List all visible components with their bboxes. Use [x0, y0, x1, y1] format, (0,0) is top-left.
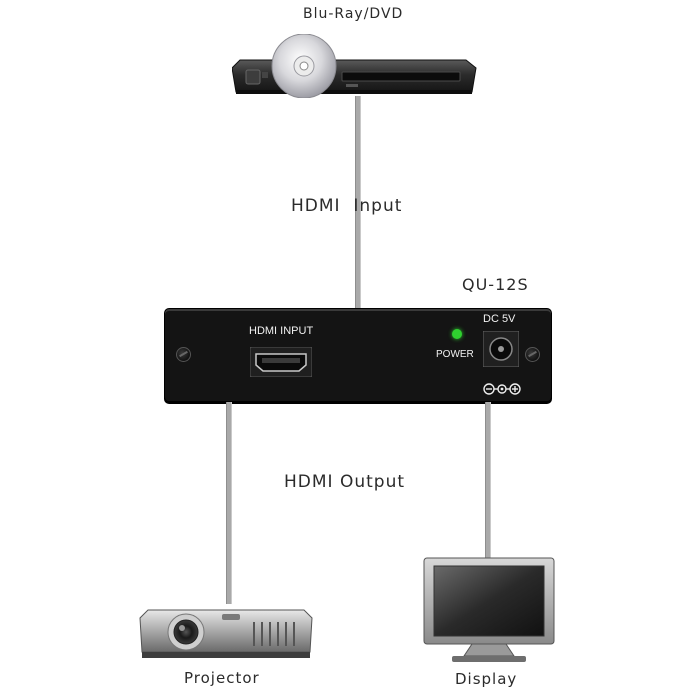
qu-12s-device: HDMI INPUT POWER DC 5V	[164, 308, 552, 404]
device-model-label: QU-12S	[462, 275, 529, 294]
hdmi-port-icon	[249, 346, 313, 378]
display-monitor-icon	[422, 556, 556, 664]
right-screw	[525, 347, 540, 362]
dc-label: DC 5V	[483, 313, 516, 325]
dc-jack-icon	[482, 330, 520, 368]
projector-cable	[226, 402, 232, 604]
left-screw	[176, 347, 191, 362]
display-cable	[485, 402, 491, 558]
power-label: POWER	[436, 349, 474, 360]
hdmi-input-cable	[355, 96, 361, 308]
display-label: Display	[455, 670, 518, 688]
projector-icon	[138, 598, 314, 664]
dvd-player-icon	[231, 33, 478, 99]
power-led-icon	[452, 329, 462, 339]
polarity-symbol-icon	[482, 381, 522, 395]
hdmi-input-label: HDMI Input	[291, 196, 403, 216]
hdmi-port-label: HDMI INPUT	[249, 325, 314, 337]
hdmi-output-label: HDMI Output	[284, 472, 406, 492]
source-label: Blu-Ray/DVD	[303, 6, 404, 22]
projector-label: Projector	[184, 669, 260, 687]
